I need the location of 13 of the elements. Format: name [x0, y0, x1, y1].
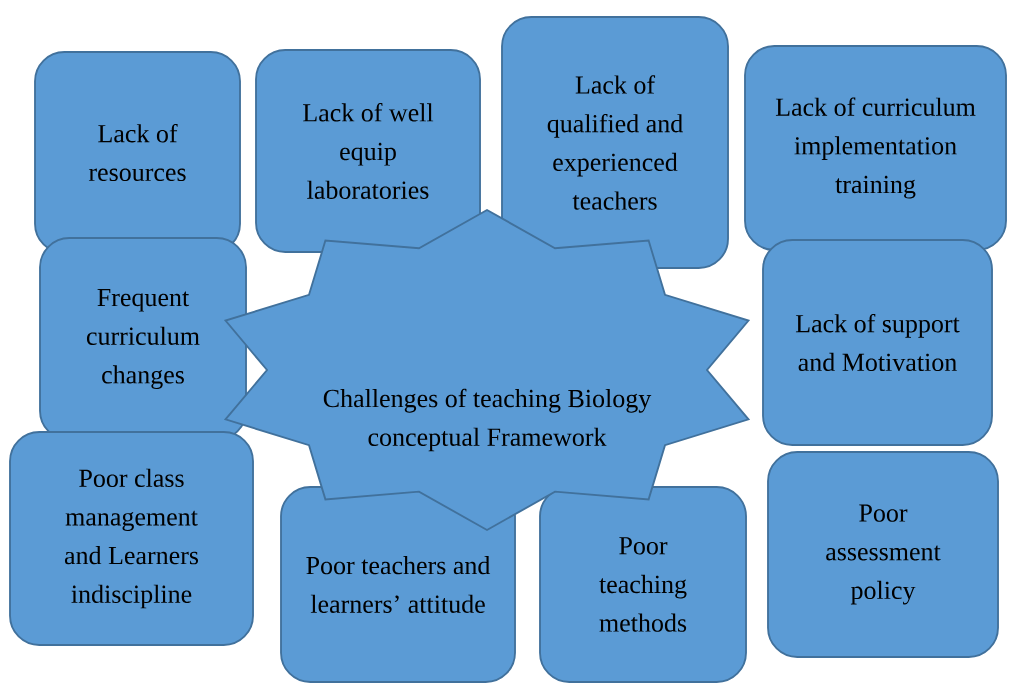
- rounded-box: Lack of qualified and experienced teachers: [501, 16, 729, 269]
- rounded-box: Lack of support and Motivation: [762, 239, 993, 446]
- rounded-box: Poor teaching methods: [539, 486, 747, 683]
- node-label: Poor teachers and learners’ attitude: [306, 556, 491, 613]
- rounded-box: Poor teachers and learners’ attitude: [280, 486, 516, 683]
- rounded-box: Poor class management and Learners indiscipline: [9, 431, 254, 646]
- node-label: Lack of curriculum implementation training: [775, 97, 976, 199]
- rounded-box: Frequent curriculum changes: [39, 237, 247, 441]
- rounded-box: Lack of resources: [34, 51, 241, 254]
- rounded-box: Poor assessment policy: [767, 451, 999, 658]
- node-label: Poor teaching methods: [599, 537, 687, 632]
- rounded-box: Lack of curriculum implementation training: [744, 45, 1007, 251]
- rounded-box: Lack of well equip laboratories: [255, 49, 481, 253]
